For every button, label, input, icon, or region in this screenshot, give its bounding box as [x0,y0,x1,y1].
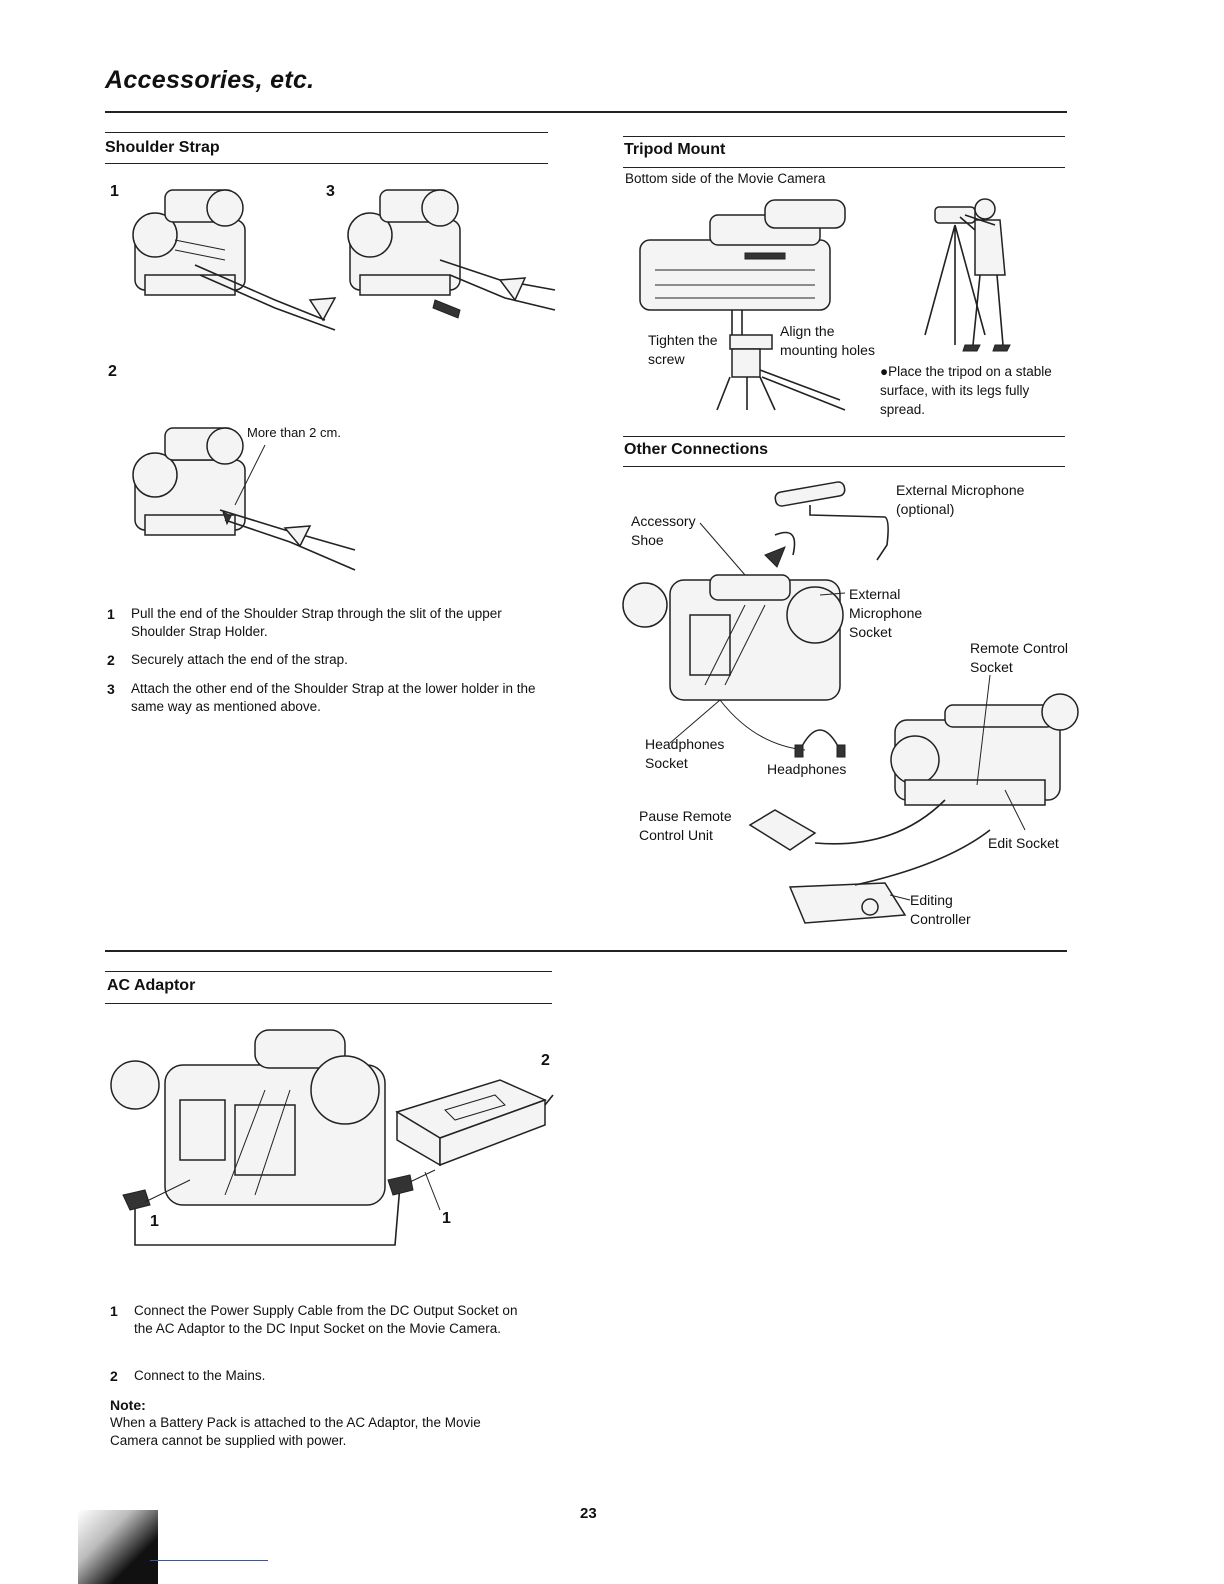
step-number: 3 [107,681,115,697]
shoulder-strap-bottom-rule [105,163,548,164]
scan-artifact-line [150,1560,268,1561]
step-text: Attach the other end of the Shoulder Str… [131,681,536,714]
note-label: Note: [110,1397,146,1413]
ac-fig-number-1-left: 1 [150,1213,159,1230]
other-connections-figure [622,481,1079,924]
ac-fig-number-1-right: 1 [442,1210,451,1227]
step-text: Connect the Power Supply Cable from the … [134,1303,518,1336]
tripod-place-note: ●Place the tripod on a stable surface, w… [880,364,1052,417]
other-connections-heading: Other Connections [624,441,769,458]
accessory-shoe-label: Accessory Shoe [631,513,696,548]
external-mic-socket-label: External Microphone Socket [849,586,923,640]
page-title: Accessories, etc. [105,66,315,94]
shoulder-step-2: 2 Securely attach the end of the strap. [107,651,547,671]
external-microphone-label: External Microphone (optional) [896,482,1025,517]
ac-step-2: 2 Connect to the Mains. [110,1367,550,1387]
ac-step-1: 1 Connect the Power Supply Cable from th… [110,1302,550,1360]
editing-controller-label: Editing Controller [910,892,971,927]
shoulder-fig-number-3: 3 [326,183,335,200]
page-number: 23 [580,1505,597,1522]
step-number: 2 [110,1368,118,1384]
shoulder-fig-number-2: 2 [108,363,117,380]
headphones-label: Headphones [767,761,847,777]
person-tripod-figure [924,198,1011,352]
tripod-subtitle: Bottom side of the Movie Camera [625,171,826,186]
connections-top-rule [623,436,1065,437]
step-text: Securely attach the end of the strap. [131,652,348,667]
ac-adaptor-figure [110,1029,554,1246]
step-text: Connect to the Mains. [134,1368,266,1383]
tighten-screw-text: Tighten the screw [648,332,718,367]
remote-control-socket-label: Remote Control Socket [970,640,1069,675]
pause-remote-label: Pause Remote Control Unit [639,808,732,843]
shoulder-fig-number-1: 1 [110,183,119,200]
tighten-screw-label: Tighten the screw [648,331,728,369]
shoulder-step-3: 3 Attach the other end of the Shoulder S… [107,680,547,720]
shoulder-strap-figure-1 [132,189,337,331]
shoulder-step-1: 1 Pull the end of the Shoulder Strap thr… [107,605,547,645]
ac-adaptor-heading: AC Adaptor [107,977,196,994]
step-number: 1 [107,606,115,622]
shoulder-strap-figure-2 [132,427,356,571]
scan-artifact [78,1510,158,1584]
headphones-socket-label: Headphones Socket [645,736,725,771]
align-holes-label: Align the mounting holes [780,322,890,360]
tripod-bottom-rule [623,167,1065,168]
step-text: Pull the end of the Shoulder Strap throu… [131,606,502,639]
more-than-2cm-label: More than 2 cm. [247,425,341,440]
note-text: When a Battery Pack is attached to the A… [110,1415,481,1448]
shoulder-strap-top-rule [105,132,548,133]
align-holes-text: Align the mounting holes [780,323,875,358]
tripod-top-rule [623,136,1065,137]
step-number: 2 [107,652,115,668]
edit-socket-label: Edit Socket [988,835,1059,851]
ac-top-rule [105,971,552,972]
connections-bottom-rule [623,466,1065,467]
shoulder-strap-heading: Shoulder Strap [105,139,220,156]
shoulder-strap-figure-3 [347,189,556,319]
section-divider [105,950,1067,952]
ac-bottom-rule [105,1003,552,1004]
step-number: 1 [110,1303,118,1319]
tripod-camera-figure [639,199,846,411]
tripod-mount-heading: Tripod Mount [624,141,726,158]
ac-fig-number-2: 2 [541,1052,550,1069]
title-rule [105,111,1067,113]
